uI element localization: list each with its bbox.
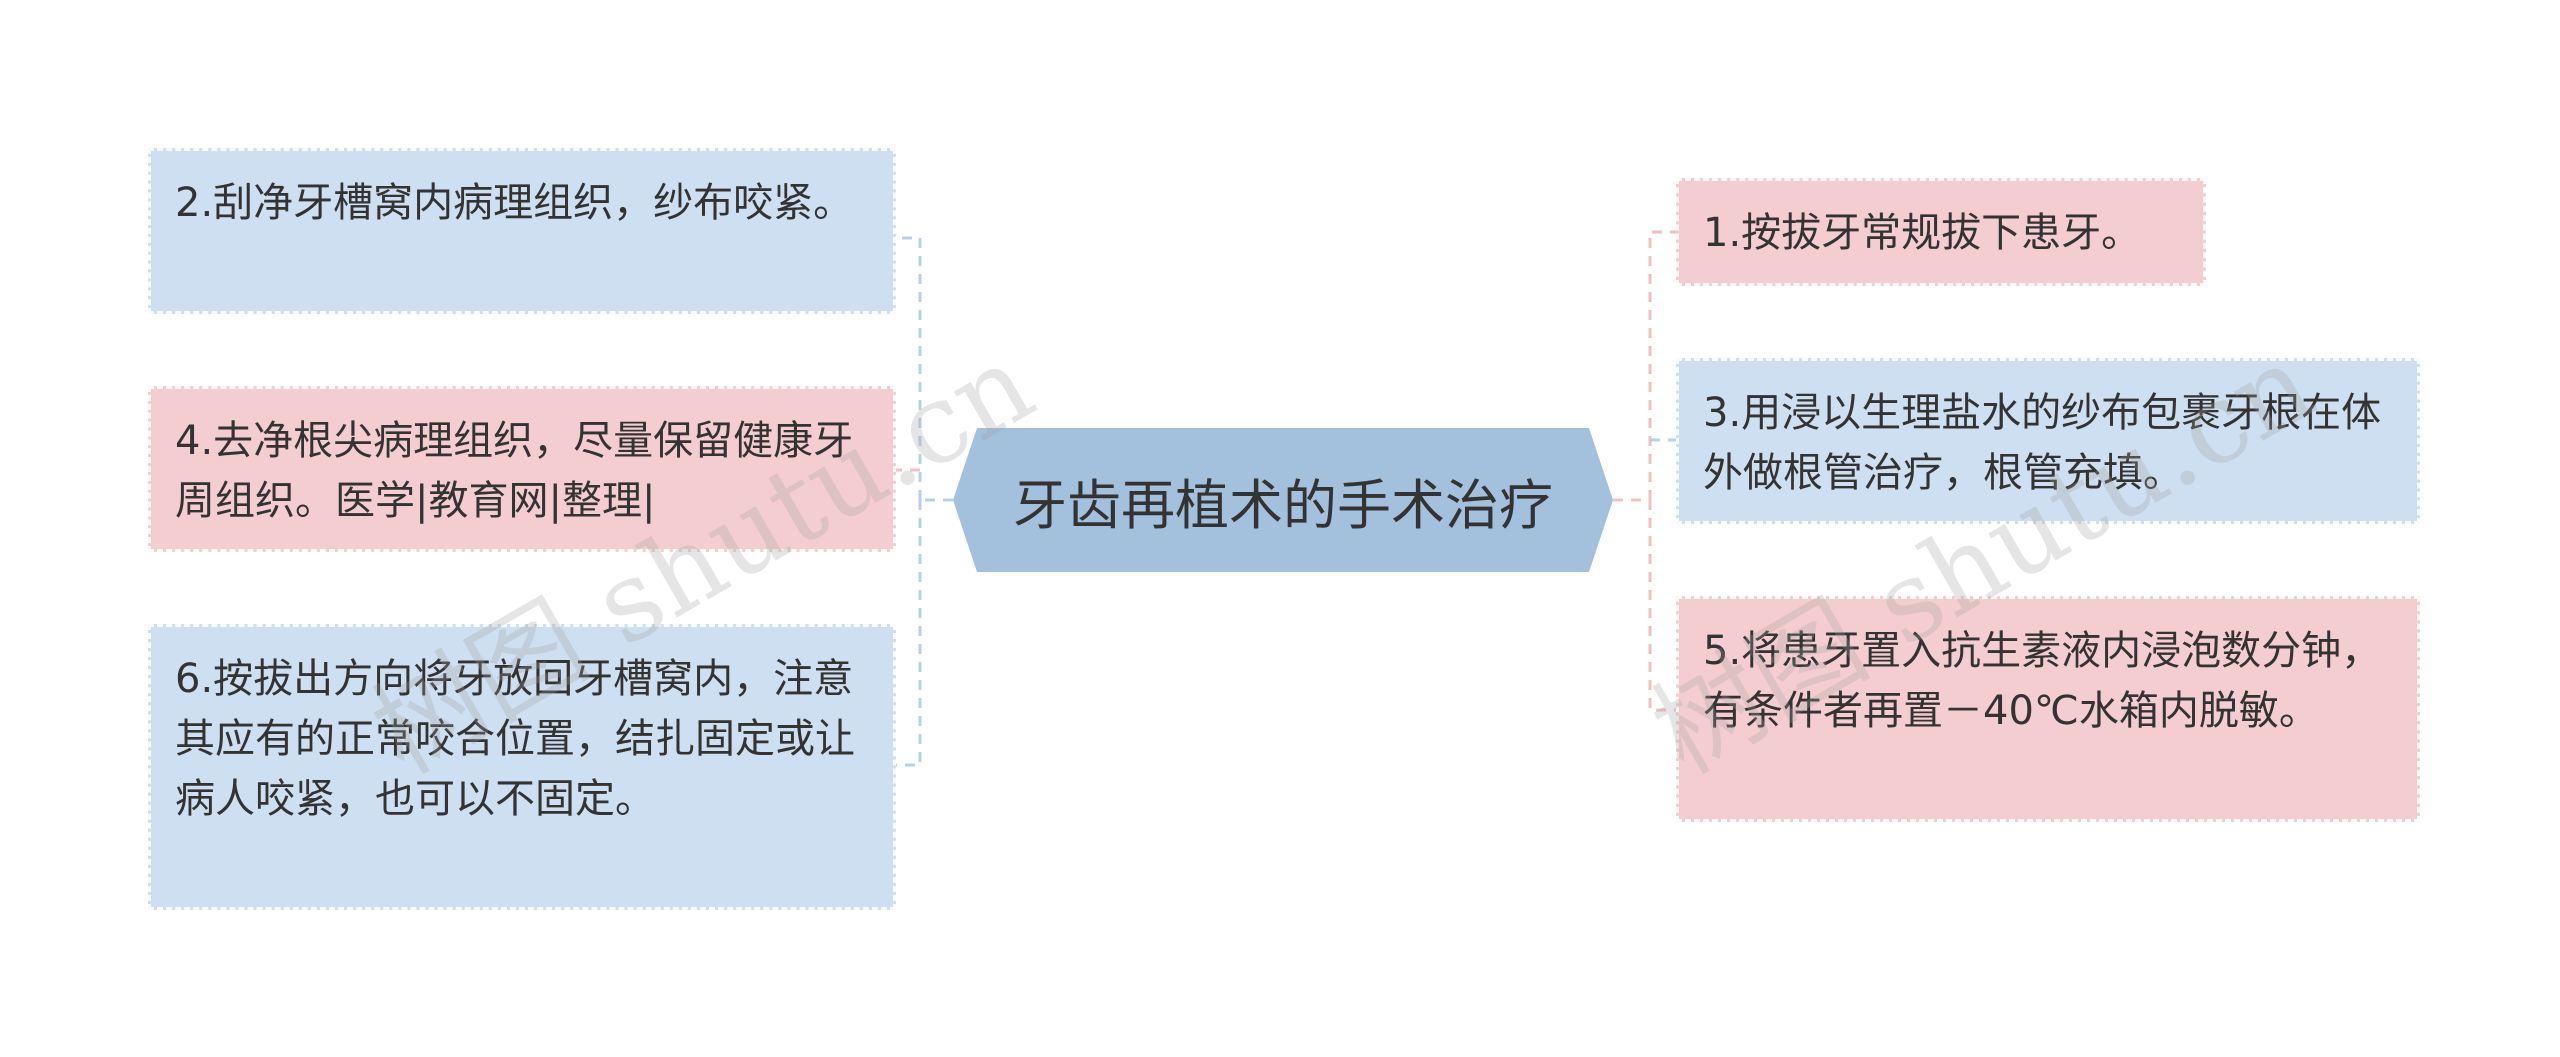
connector-left-3: [896, 500, 922, 767]
topic-node-right-2[interactable]: 3.用浸以生理盐水的纱布包裹牙根在体外做根管治疗，根管充填。: [1676, 358, 2420, 524]
topic-node-left-1[interactable]: 2.刮净牙槽窝内病理组织，纱布咬紧。: [148, 148, 896, 314]
central-topic-label: 牙齿再植术的手术治疗: [1013, 473, 1553, 537]
central-topic-shape: [953, 428, 1613, 572]
topic-node-text: 6.按拔出方向将牙放回牙槽窝内，注意其应有的正常咬合位置，结扎固定或让病人咬紧，…: [175, 656, 855, 822]
topic-node-right-3[interactable]: 5.将患牙置入抗生素液内浸泡数分钟，有条件者再置－40℃水箱内脱敏。: [1676, 596, 2420, 822]
central-topic[interactable]: 牙齿再植术的手术治疗: [953, 428, 1613, 572]
topic-node-left-3[interactable]: 6.按拔出方向将牙放回牙槽窝内，注意其应有的正常咬合位置，结扎固定或让病人咬紧，…: [148, 624, 896, 910]
topic-node-text: 3.用浸以生理盐水的纱布包裹牙根在体外做根管治疗，根管充填。: [1703, 390, 2382, 496]
topic-node-left-2[interactable]: 4.去净根尖病理组织，尽量保留健康牙周组织。医学|教育网|整理|: [148, 386, 896, 552]
topic-node-text: 5.将患牙置入抗生素液内浸泡数分钟，有条件者再置－40℃水箱内脱敏。: [1703, 628, 2382, 734]
connector-right-3: [1648, 500, 1676, 712]
connector-left-1: [896, 236, 922, 500]
topic-node-text: 2.刮净牙槽窝内病理组织，纱布咬紧。: [175, 180, 854, 226]
topic-node-text: 4.去净根尖病理组织，尽量保留健康牙周组织。医学|教育网|整理|: [175, 418, 854, 524]
topic-node-text: 1.按拔牙常规拔下患牙。: [1703, 210, 2142, 256]
connector-right-1: [1648, 230, 1676, 500]
topic-node-right-1[interactable]: 1.按拔牙常规拔下患牙。: [1676, 178, 2206, 286]
